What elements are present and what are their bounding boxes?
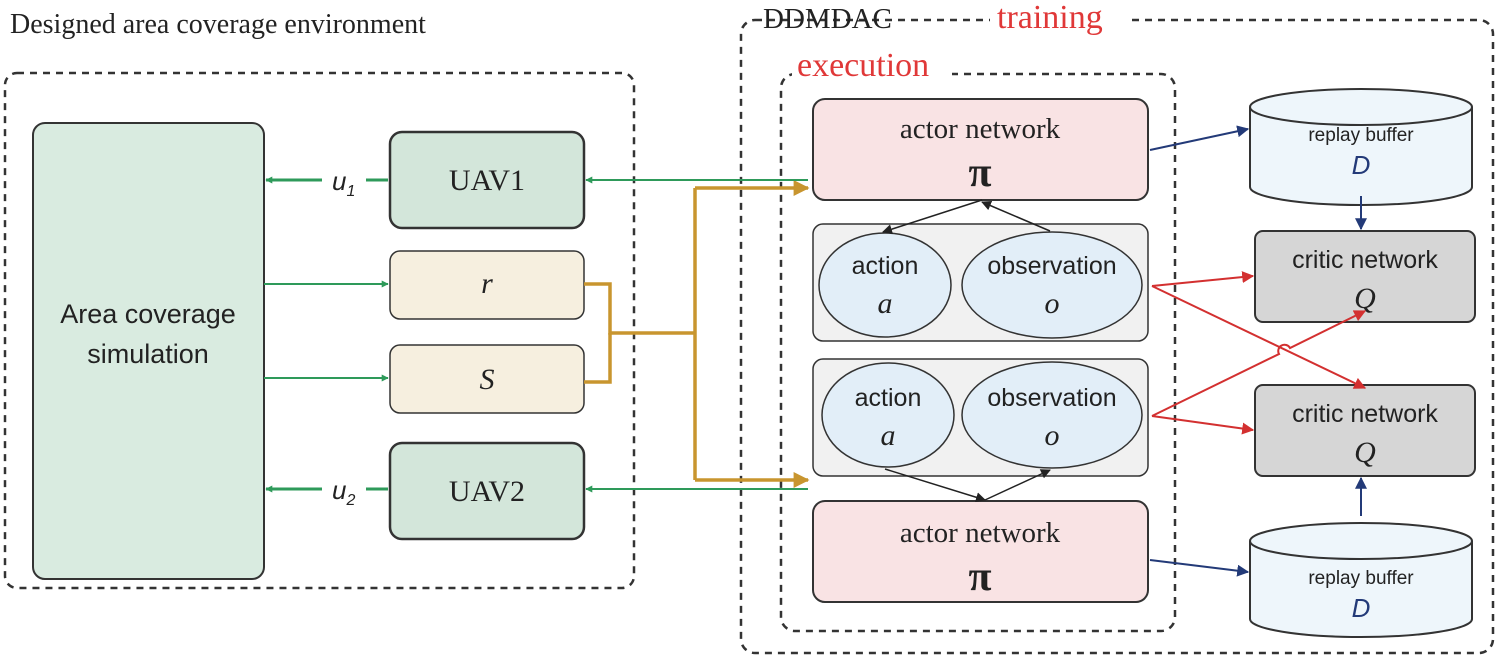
replay-buffer-top-label: replay buffer: [1308, 125, 1414, 146]
s-label: S: [480, 363, 495, 396]
execution-title-mask: [792, 50, 952, 86]
actor1-to-action-arrow: [882, 199, 983, 234]
uav1-label: UAV1: [449, 164, 525, 197]
simulation-label-line1: Area coverage: [60, 299, 236, 329]
agent1-observation-ellipse: [961, 231, 1143, 339]
replay-buffer-top: replay buffer D: [1249, 88, 1473, 206]
critic-network-top-var: Q: [1354, 282, 1376, 315]
s-box: [389, 344, 585, 414]
agent2-observation-ellipse: [961, 361, 1143, 469]
agent1-action-ellipse: [818, 232, 952, 338]
agent2-action-ellipse: [821, 362, 955, 468]
execution-title: execution: [797, 47, 929, 84]
ddmdac-title: DDMDAC: [763, 3, 892, 35]
replay-buffer-top-var: D: [1352, 150, 1371, 180]
replay-buffer-bottom-label: replay buffer: [1308, 568, 1414, 589]
critic-network-bottom-var: Q: [1354, 436, 1376, 469]
agent2-observation-label: observation: [987, 384, 1116, 412]
agent2-observation-var: o: [1045, 419, 1060, 452]
actor-network-bottom-label: actor network: [900, 517, 1061, 549]
observation-to-actor1-arrow: [981, 200, 1051, 232]
u1-label: u1: [332, 166, 355, 200]
environment-title: Designed area coverage environment: [10, 9, 426, 40]
training-container: [739, 18, 1495, 655]
u2-label: u2: [332, 475, 355, 509]
obs1-to-critic-bottom-arrow: [1151, 285, 1367, 389]
gold-bus-from-s: [584, 333, 612, 384]
obs2-to-critic-bottom-arrow: [1151, 415, 1255, 435]
obs2-to-critic-top-arrow: [1151, 310, 1367, 417]
agent1-action-label: action: [852, 252, 919, 280]
uav2-box: [388, 441, 586, 541]
critic-network-bottom-label: critic network: [1292, 400, 1438, 428]
training-title: training: [997, 0, 1103, 36]
actor-network-top-pi: π: [968, 150, 991, 196]
execution-container: [779, 72, 1177, 633]
actor-network-bottom-pi: π: [968, 554, 991, 600]
training-title-mask: [990, 5, 1128, 35]
agent2-action-var: a: [881, 419, 896, 452]
simulation-label-line2: simulation: [87, 339, 209, 369]
obs1-to-critic-top-arrow: [1151, 271, 1255, 287]
actor1-to-buffer-arrow: [1149, 125, 1250, 151]
agent2-action-label: action: [855, 384, 922, 412]
agent1-action-var: a: [878, 287, 893, 320]
critic-network-top-label: critic network: [1292, 246, 1438, 274]
simulation-box: [32, 122, 265, 580]
agent1-observation-var: o: [1045, 287, 1060, 320]
actor2-to-observation-arrow: [984, 469, 1051, 501]
r-label: r: [481, 267, 493, 300]
environment-container: [3, 71, 636, 590]
actor-network-top-label: actor network: [900, 113, 1061, 145]
critic-network-top: [1254, 230, 1476, 323]
replay-buffer-bottom: replay buffer D: [1249, 522, 1473, 638]
action-to-actor2-arrow: [884, 468, 986, 503]
uav1-box: [388, 130, 586, 230]
agent1-observation-label: observation: [987, 252, 1116, 280]
gold-bus-from-r: [584, 282, 695, 335]
replay-buffer-bottom-var: D: [1352, 593, 1371, 623]
actor2-to-buffer-arrow: [1149, 559, 1250, 577]
uav2-label: UAV2: [449, 475, 525, 508]
